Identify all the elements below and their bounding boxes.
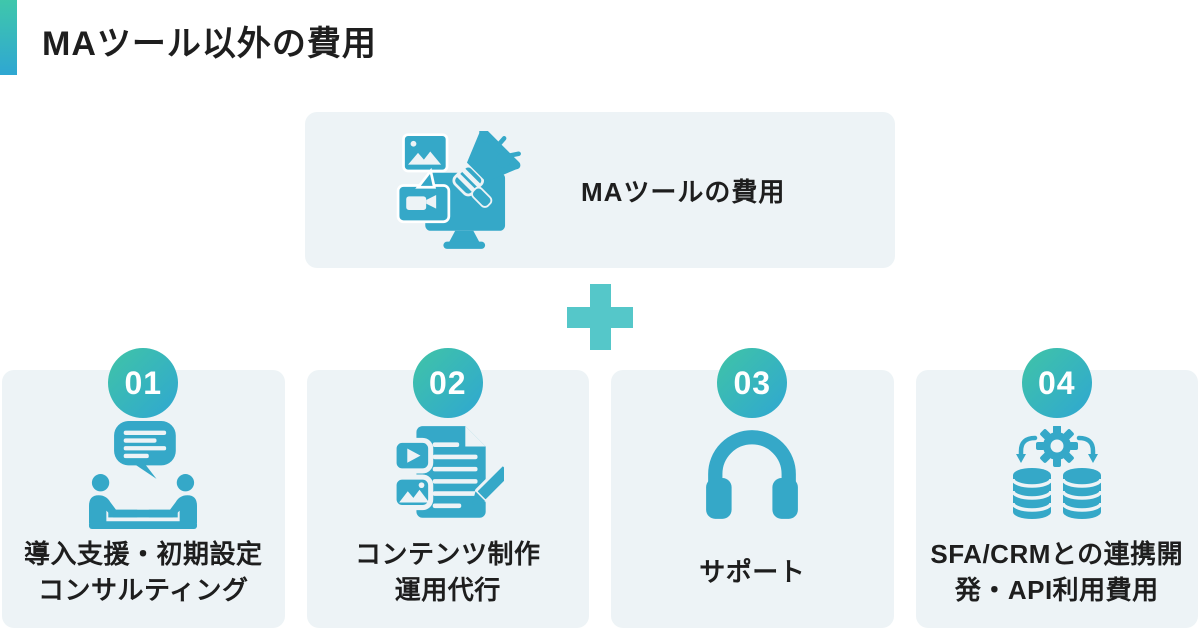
marketing-automation-icon xyxy=(389,131,525,249)
cost-card-label: サポート xyxy=(699,557,806,587)
number-badge: 04 xyxy=(1021,348,1092,418)
number-badge: 03 xyxy=(717,348,788,418)
database-integration-icon xyxy=(999,420,1115,530)
ma-tool-cost-card: MAツールの費用 xyxy=(305,112,895,268)
cost-card-sfa-crm-integration: 04 xyxy=(915,348,1198,628)
cost-card-content-production: 02 xyxy=(306,348,589,628)
cost-card-label: コンテンツ制作 運用代行 xyxy=(354,539,541,605)
page-title: MAツール以外の費用 xyxy=(42,25,377,63)
plus-icon xyxy=(567,284,633,350)
cost-card-label: SFA/CRMとの連携開 発・API利用費用 xyxy=(930,539,1184,605)
cost-card-label: 導入支援・初期設定 コンサルティング xyxy=(23,539,263,605)
content-production-icon xyxy=(391,420,504,530)
title-accent-bar xyxy=(0,0,17,75)
headphones-icon xyxy=(701,420,803,530)
consulting-icon xyxy=(84,420,202,530)
cost-card-support: 03 サポート xyxy=(611,348,894,628)
cost-card-row: 01 xyxy=(2,348,1198,628)
cost-card-consulting: 01 xyxy=(2,348,285,628)
number-badge: 01 xyxy=(108,348,179,418)
number-badge: 02 xyxy=(412,348,483,418)
ma-tool-cost-label: MAツールの費用 xyxy=(581,176,786,207)
